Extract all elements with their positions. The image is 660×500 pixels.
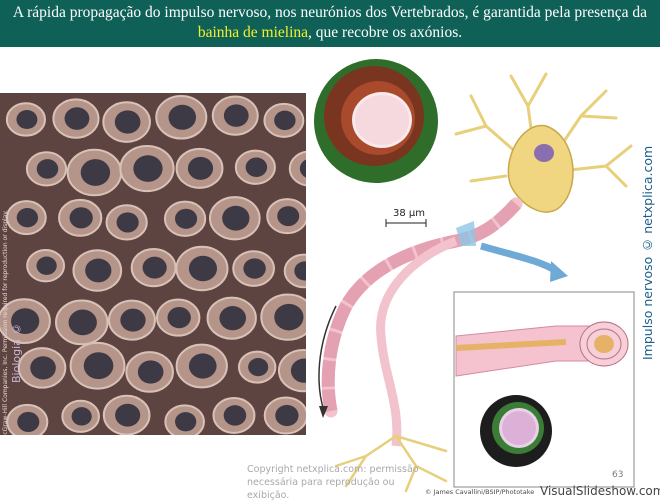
title-text-part1: A rápida propagação do impulso nervoso, … bbox=[13, 4, 647, 21]
axon-core bbox=[37, 159, 59, 179]
axon-core bbox=[85, 259, 111, 283]
axon-core bbox=[248, 358, 268, 376]
axon-core bbox=[246, 157, 267, 177]
axon-core bbox=[219, 306, 246, 330]
micrograph-brand: Biologia © bbox=[10, 303, 24, 383]
copyright-line-2: necessária para reprodução ou exibição. bbox=[247, 476, 437, 500]
axon-core bbox=[115, 110, 141, 133]
watermark: VisualSlideshow.com bbox=[540, 484, 660, 498]
axon-core bbox=[138, 360, 164, 383]
myelin-micrograph: Copyright © The McGraw-Hill Companies, I… bbox=[0, 93, 306, 435]
axon-core bbox=[274, 111, 295, 130]
axon-core bbox=[36, 257, 56, 275]
axon-core bbox=[69, 310, 97, 336]
scale-label: 38 μm bbox=[393, 208, 425, 219]
photo-credit: © James Cavallini/BSIP/Phototake bbox=[425, 488, 534, 496]
nucleus bbox=[534, 144, 554, 162]
axon-core bbox=[274, 304, 303, 331]
axon-core bbox=[115, 404, 140, 427]
axon-core bbox=[175, 412, 196, 431]
title-highlight: bainha de mielina bbox=[198, 24, 308, 41]
axon-core bbox=[188, 157, 213, 180]
copyright-line-1: Copyright netxplica.com: permissão bbox=[247, 463, 437, 476]
axon-core bbox=[275, 405, 298, 426]
axon-core bbox=[143, 257, 167, 279]
axon-core bbox=[224, 104, 249, 126]
axon-core bbox=[72, 407, 92, 425]
axon-core bbox=[117, 212, 139, 232]
copyright-notice: Copyright netxplica.com: permissão neces… bbox=[247, 463, 437, 500]
axon-core bbox=[222, 206, 249, 231]
axon-core bbox=[120, 309, 145, 332]
title-text-part2: , que recobre os axónios. bbox=[308, 24, 462, 41]
zoom-arrow bbox=[481, 246, 556, 271]
axon-core bbox=[224, 405, 247, 426]
axon-core bbox=[189, 353, 217, 378]
axon-core bbox=[65, 107, 90, 130]
axon-core bbox=[17, 412, 39, 432]
axon-core bbox=[17, 208, 38, 227]
slide-title: A rápida propagação do impulso nervoso, … bbox=[0, 0, 660, 47]
axon-core bbox=[189, 256, 217, 282]
axon-core bbox=[81, 159, 110, 186]
axon-core bbox=[30, 356, 56, 379]
axon-core bbox=[243, 258, 265, 278]
myelin-detail-box bbox=[454, 292, 634, 487]
cross-section-inset-top bbox=[314, 59, 438, 183]
axon-core bbox=[70, 207, 93, 228]
neuron-illustration bbox=[306, 56, 636, 496]
axon-core bbox=[277, 206, 299, 226]
axon-core bbox=[133, 155, 162, 182]
side-caption: Impulso nervoso © netxplica.com bbox=[640, 180, 658, 360]
axon-core bbox=[168, 307, 191, 328]
axon-core bbox=[84, 352, 114, 379]
axon-core bbox=[16, 110, 37, 129]
axon-core bbox=[169, 105, 197, 130]
page-number: 63 bbox=[612, 470, 623, 480]
axon-core bbox=[175, 209, 197, 229]
